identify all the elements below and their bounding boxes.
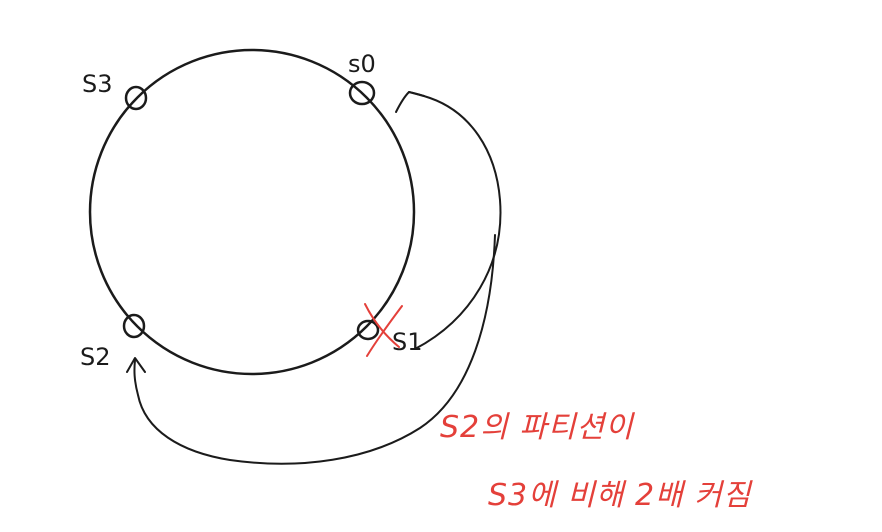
node-s3-marker xyxy=(124,85,148,111)
node-s0-label: s0 xyxy=(348,50,376,78)
s1-failed-cross xyxy=(364,303,403,357)
arrow-to-s2-head xyxy=(126,357,146,373)
hash-ring xyxy=(88,48,416,376)
arrow-to-s2-curve xyxy=(133,234,496,465)
arrow-to-s0 xyxy=(395,91,502,350)
node-s0-marker xyxy=(348,80,376,106)
node-s3-label: S3 xyxy=(82,70,113,98)
node-s1-label: S1 xyxy=(392,328,423,356)
node-s2-marker xyxy=(122,313,146,339)
node-s1-marker xyxy=(356,319,380,341)
arrow-to-s0-head xyxy=(395,91,425,113)
annotation-line-1: S2의 파티션이 xyxy=(440,410,635,445)
node-s2-label: S2 xyxy=(80,343,111,371)
arrow-to-s2 xyxy=(126,234,496,465)
annotation-line-2: S3에 비해 2배 커짐 xyxy=(488,478,753,513)
